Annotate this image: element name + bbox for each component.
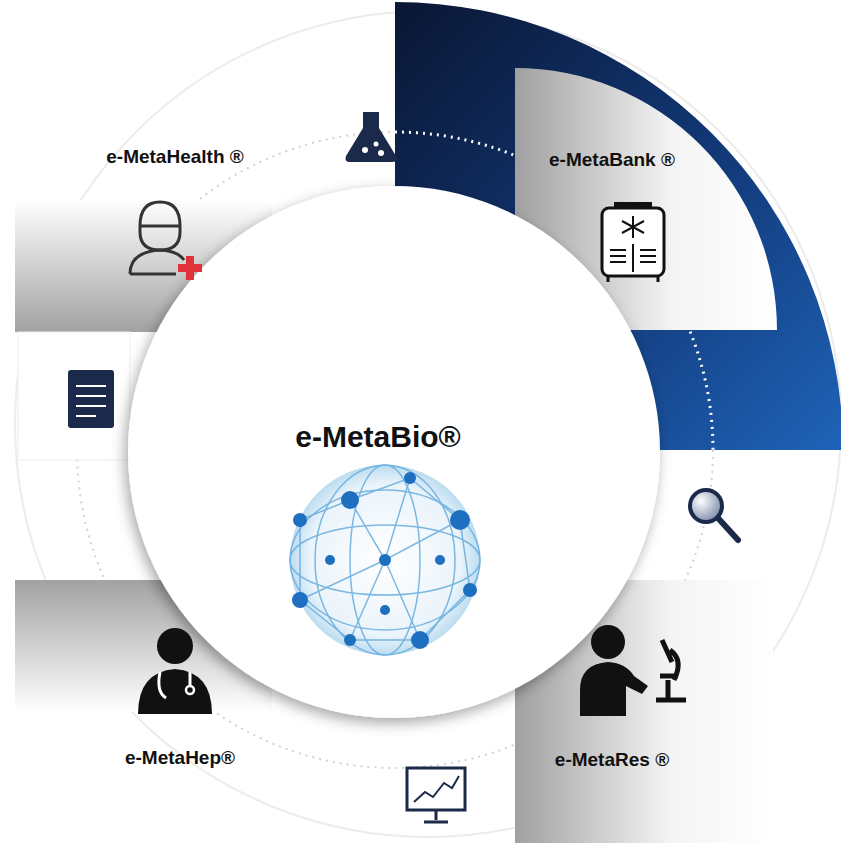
module-panel: e-MetaHealth ®: [15, 135, 272, 332]
hub-label: e-MetaBio®: [295, 420, 460, 453]
flask-icon: [346, 112, 397, 162]
module-label: e-MetaHealth ®: [106, 147, 244, 168]
doctor-icon: [138, 628, 212, 714]
monitor-chart-icon: [407, 768, 465, 822]
health-person-icon: [130, 202, 202, 280]
freezer-icon: [602, 202, 664, 282]
module-panel: e-MetaRes ®: [515, 580, 773, 843]
network-globe: [290, 465, 480, 655]
center-circle: e-MetaBio®: [128, 186, 660, 718]
center-circle: [128, 186, 660, 718]
module-label: e-MetaBank ®: [549, 150, 675, 171]
document-icon: [68, 370, 114, 428]
researcher-microscope-icon: [580, 625, 686, 716]
magnifier-icon: [690, 490, 738, 540]
dotted-orbit-white: [77, 132, 713, 768]
module-label: e-MetaHep®: [125, 748, 235, 769]
doc-panel: [18, 332, 130, 460]
module-panel: e-MetaHep®: [15, 580, 272, 780]
module-label: e-MetaRes ®: [555, 750, 669, 771]
dotted-orbit: [77, 132, 713, 768]
module-panel: e-MetaBank ®: [515, 68, 777, 330]
